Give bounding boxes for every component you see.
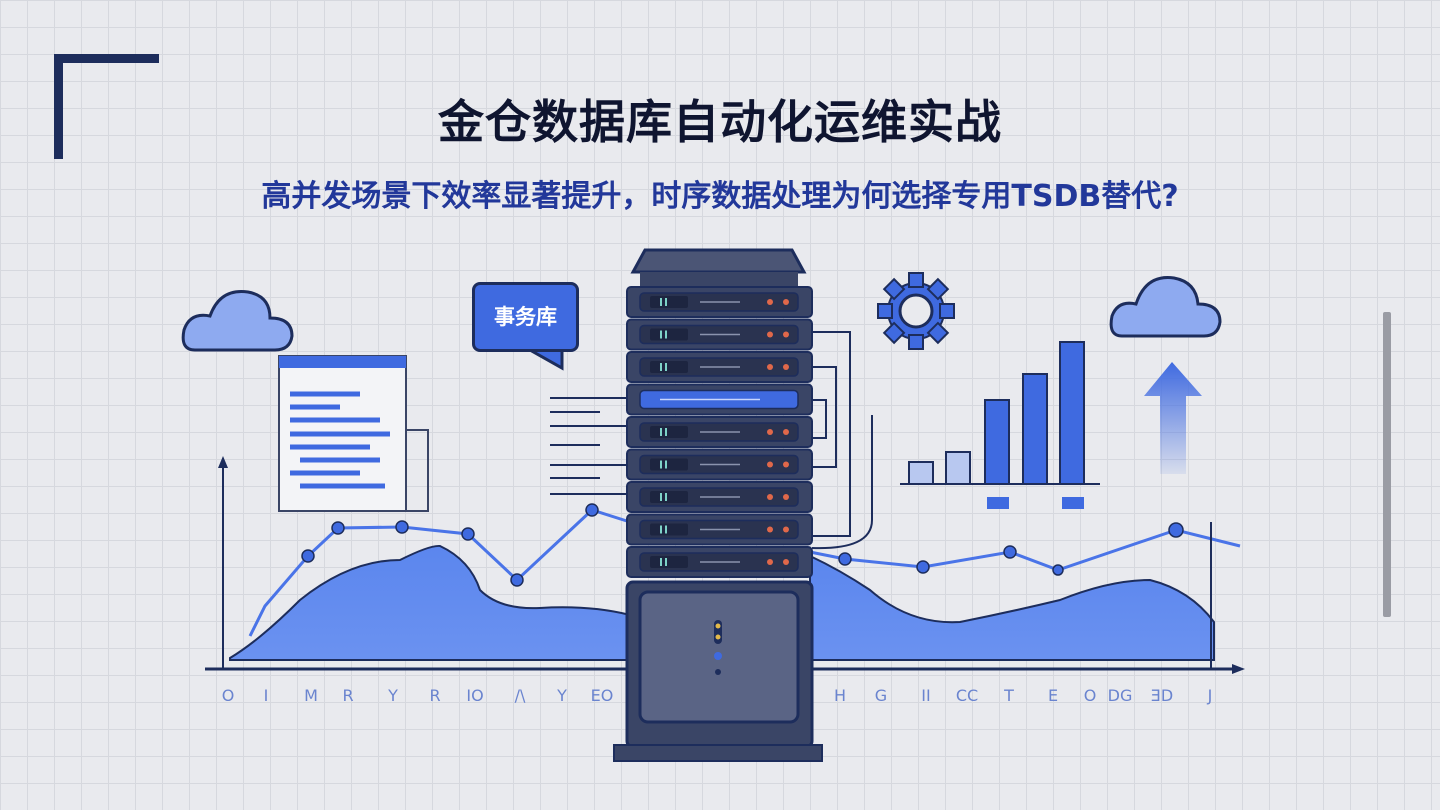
scrollbar[interactable] [1383,312,1391,617]
data-point [395,520,409,534]
right-line-chart [809,522,1241,668]
page-title: 金仓数据库自动化运维实战 [438,95,1002,149]
left-line-chart [218,456,631,668]
data-point [1168,522,1184,538]
tick-label: DG [1107,686,1133,705]
data-point [916,560,930,574]
server-unit [626,513,813,546]
bar-chart-icon [900,341,1100,509]
tick-label: G [874,686,888,705]
tick-label: CC [955,686,979,705]
server-rack-icon [613,248,823,762]
tick-label: ƎD [1150,686,1174,705]
tick-label: I [263,686,269,705]
tick-label: IO [466,686,484,705]
tick-label: M [304,686,318,705]
corner-bracket [54,54,159,159]
data-point [301,549,315,563]
tick-label: R [342,686,354,705]
server-unit [626,416,813,448]
data-point [1003,545,1017,559]
data-point [510,573,524,587]
server-unit [626,546,813,578]
area-series [809,554,1215,661]
tick-label: II [921,686,931,705]
server-unit [626,286,813,318]
tick-label: EO [590,686,614,705]
data-point [331,521,345,535]
server-unit [626,318,813,351]
server-unit [626,351,813,383]
area-series [229,544,631,661]
tick-label: O [1083,686,1097,705]
page-subtitle: 高并发场景下效率显著提升，时序数据处理为何选择专用TSDB替代? [261,179,1179,214]
tick-label: Y [388,686,398,705]
tick-label: J [1207,686,1213,705]
arrow-up-icon [1144,362,1202,474]
tick-label: /\ [514,686,526,705]
transaction-db-bubble: 事务库 [472,282,579,352]
gear-icon [877,272,955,350]
data-point [585,503,599,517]
server-unit [626,383,813,416]
window-icon [278,355,429,512]
server-unit [626,448,813,481]
data-point [838,552,852,566]
cloud-icon [1109,276,1222,338]
tick-label: Y [557,686,567,705]
tick-label: E [1047,686,1059,705]
tick-label: O [221,686,235,705]
server-unit [626,481,813,513]
data-point [461,527,475,541]
connector-lines [550,331,873,550]
cloud-icon [181,290,294,352]
tick-label: H [833,686,847,705]
data-point [1052,564,1064,576]
tick-label: R [429,686,441,705]
tick-label: T [1004,686,1014,705]
